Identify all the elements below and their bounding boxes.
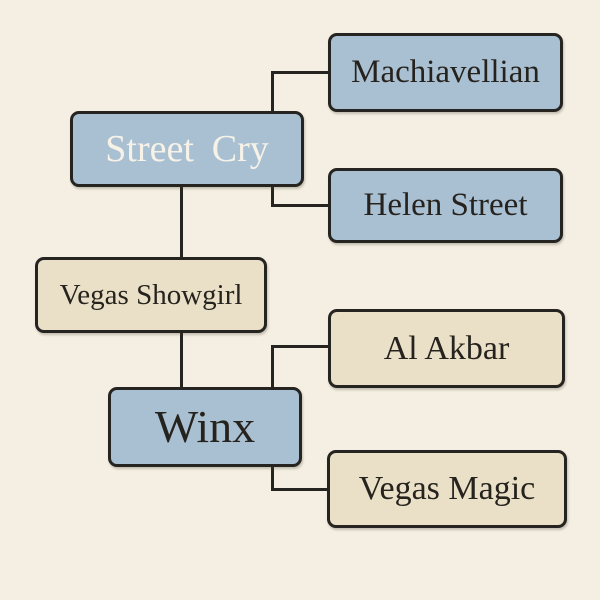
connector-streetcry-vegasshowgirl xyxy=(180,187,183,257)
node-label: Helen Street xyxy=(363,187,528,223)
connector-vegas-magic-vertical xyxy=(271,465,274,491)
node-al-akbar: Al Akbar xyxy=(328,309,565,388)
node-winx: Winx xyxy=(108,387,302,467)
node-vegas-magic: Vegas Magic xyxy=(327,450,567,528)
node-label: Vegas Showgirl xyxy=(59,278,243,311)
connector-al-akbar-horizontal xyxy=(271,345,329,348)
node-label: Al Akbar xyxy=(383,329,510,367)
node-label: Winx xyxy=(154,401,256,452)
connector-helen-street-vertical xyxy=(271,187,274,207)
node-machiavellian: Machiavellian xyxy=(328,33,563,112)
node-label: Machiavellian xyxy=(351,54,540,90)
node-vegas-showgirl: Vegas Showgirl xyxy=(35,257,267,333)
node-helen-street: Helen Street xyxy=(328,168,563,243)
connector-vegasshowgirl-winx xyxy=(180,333,183,387)
connector-helen-street-horizontal xyxy=(271,204,329,207)
node-street-cry: Street Cry xyxy=(70,111,304,187)
connector-machiavellian-horizontal xyxy=(271,71,329,74)
node-label: Vegas Magic xyxy=(358,470,536,507)
connector-al-akbar-vertical xyxy=(271,345,274,387)
node-label: Street Cry xyxy=(105,128,269,170)
connector-machiavellian-vertical xyxy=(271,71,274,111)
connector-vegas-magic-horizontal xyxy=(271,488,328,491)
